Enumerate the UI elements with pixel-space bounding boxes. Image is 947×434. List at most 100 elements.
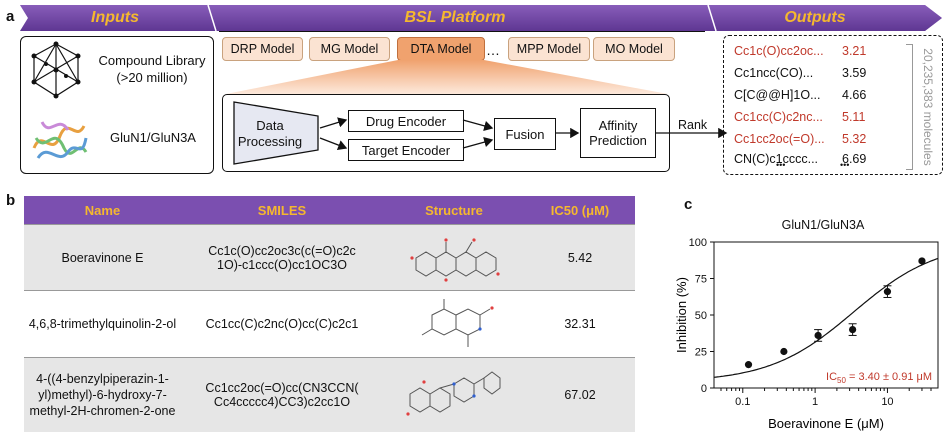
quinolinol-structure-image xyxy=(421,298,494,347)
boeravinone-structure-image xyxy=(410,238,500,282)
data-point xyxy=(744,361,753,369)
header-name: Name xyxy=(24,196,181,225)
model-mpp[interactable]: MPP Model xyxy=(508,37,590,61)
compounds-table: Name SMILES Structure IC50 (μM) Boeravin… xyxy=(24,196,635,432)
ic50-annotation-sub: 50 xyxy=(837,376,846,385)
model-row-border xyxy=(219,31,705,66)
smiles-line: Cc1cc2oc(=O)cc(CN3CCN( xyxy=(205,381,359,395)
model-drp[interactable]: DRP Model xyxy=(222,37,303,61)
model-dta[interactable]: DTA Model xyxy=(397,37,485,61)
panel-a-letter: a xyxy=(6,8,15,25)
output-row: C[C@@H]1O... 4.66 xyxy=(734,88,904,106)
output-smiles: Cc1c(O)cc2oc... xyxy=(734,44,824,58)
banner-platform: BSL Platform xyxy=(404,9,506,26)
compound-ic50: 5.42 xyxy=(525,224,635,291)
output-bracket xyxy=(906,44,913,170)
affinity-line1: Affinity xyxy=(598,118,638,133)
data-point xyxy=(780,347,788,356)
name-line: 4-((4-benzylpiperazin-1- xyxy=(36,372,169,386)
data-processing-line1: Data xyxy=(256,118,284,133)
y-tick-label: 50 xyxy=(695,310,707,322)
banner-outputs: Outputs xyxy=(784,9,846,26)
model-mo[interactable]: MO Model xyxy=(593,37,675,61)
ic50-annotation-prefix: IC xyxy=(826,371,837,383)
protein-structure-icon xyxy=(32,121,88,159)
y-tick-label: 100 xyxy=(689,237,707,249)
data-point xyxy=(883,288,892,296)
inputs-box xyxy=(20,36,214,174)
compound-library-line1: Compound Library xyxy=(98,53,206,68)
chromenone-structure-image xyxy=(406,370,501,416)
compound-library-icon xyxy=(31,41,81,99)
output-smiles: Cc1cc2oc(=O)... xyxy=(734,132,825,146)
model-ellipsis: … xyxy=(486,42,500,58)
compound-name: 4-((4-benzylpiperazin-1- yl)methyl)-6-hy… xyxy=(24,357,181,432)
table-header: Name SMILES Structure IC50 (μM) xyxy=(24,196,635,225)
rank-label: Rank xyxy=(678,118,708,132)
output-value: 5.11 xyxy=(842,110,866,124)
output-value: 3.21 xyxy=(842,44,867,58)
target-encoder-box: Target Encoder xyxy=(348,139,464,161)
drug-encoder-box: Drug Encoder xyxy=(348,110,464,132)
output-smiles: Cc1cc(C)c2nc... xyxy=(734,110,823,124)
output-more-left: ••• xyxy=(776,160,786,170)
x-axis-label: Boeravinone E (μM) xyxy=(768,416,884,431)
y-tick-label: 25 xyxy=(695,347,707,359)
x-tick-label: 10 xyxy=(881,396,893,408)
data-point xyxy=(918,257,926,265)
y-tick-label: 75 xyxy=(695,274,707,286)
y-axis-label: Inhibition (%) xyxy=(674,277,689,353)
fusion-box: Fusion xyxy=(494,118,556,150)
structure-cell xyxy=(383,290,525,358)
ic50-annotation-value: = 3.40 ± 0.91 μM xyxy=(846,371,932,383)
fit-curve xyxy=(713,257,939,378)
name-line: methyl-2H-chromen-2-one xyxy=(29,404,176,418)
y-tick-label: 0 xyxy=(701,383,707,395)
affinity-line2: Prediction xyxy=(589,133,647,148)
output-row: CN(C)c1cccc... 6.69 xyxy=(734,152,904,170)
output-row: Cc1cc(C)c2nc... 5.11 xyxy=(734,110,904,128)
chart-title: GluN1/GluN3A xyxy=(781,218,865,232)
banner-inputs: Inputs xyxy=(91,9,139,26)
model-mg[interactable]: MG Model xyxy=(309,37,390,61)
compound-smiles: Cc1cc(C)c2nc(O)cc(C)c2c1 xyxy=(181,290,383,358)
output-row: Cc1cc2oc(=O)... 5.32 xyxy=(734,132,904,150)
output-value: 6.69 xyxy=(842,152,867,166)
panel-b-letter: b xyxy=(6,192,16,209)
compound-library-label: Compound Library (>20 million) xyxy=(90,52,214,86)
structure-cell xyxy=(383,357,525,432)
output-value: 4.66 xyxy=(842,88,867,102)
dta-zoom-trapezoid xyxy=(226,60,668,94)
panel-c-letter: c xyxy=(684,196,693,213)
output-smiles: CN(C)c1cccc... xyxy=(734,152,819,166)
smiles-line: Cc1c(O)cc2oc3c(c(=O)c2c xyxy=(208,243,356,258)
outputs-box xyxy=(723,35,943,175)
pipeline-arrows xyxy=(319,117,728,151)
x-tick-label: 0.1 xyxy=(735,396,750,408)
data-point xyxy=(814,331,822,340)
output-value: 5.32 xyxy=(842,132,867,146)
compound-name: 4,6,8-trimethylquinolin-2-ol xyxy=(24,290,181,358)
compound-ic50: 67.02 xyxy=(525,357,635,432)
output-row: Cc1c(O)cc2oc... 3.21 xyxy=(734,44,904,62)
name-line: yl)methyl)-6-hydroxy-7- xyxy=(38,388,167,402)
compound-library-line2: (>20 million) xyxy=(116,70,188,85)
output-count-label: 20,235,383 molecules xyxy=(921,48,935,166)
output-smiles: C[C@@H]1O... xyxy=(734,88,821,102)
header-structure: Structure xyxy=(383,196,525,225)
ic50-annotation: IC50 = 3.40 ± 0.91 μM xyxy=(826,371,932,385)
banner-arrow xyxy=(20,4,942,32)
data-processing-shape xyxy=(233,101,319,165)
header-smiles: SMILES xyxy=(181,196,383,225)
smiles-line: Cc4ccccc4)CC3)c2cc1O xyxy=(213,395,351,409)
compound-name: Boeravinone E xyxy=(24,224,181,291)
data-point xyxy=(849,326,857,334)
compound-smiles: Cc1cc2oc(=O)cc(CN3CCN(Cc4ccccc4)CC3)c2cc… xyxy=(181,357,383,432)
table-row: 4-((4-benzylpiperazin-1- yl)methyl)-6-hy… xyxy=(24,357,635,432)
compound-ic50: 32.31 xyxy=(525,290,635,358)
output-value: 3.59 xyxy=(842,66,867,80)
data-processing-line2: Processing xyxy=(237,134,303,149)
